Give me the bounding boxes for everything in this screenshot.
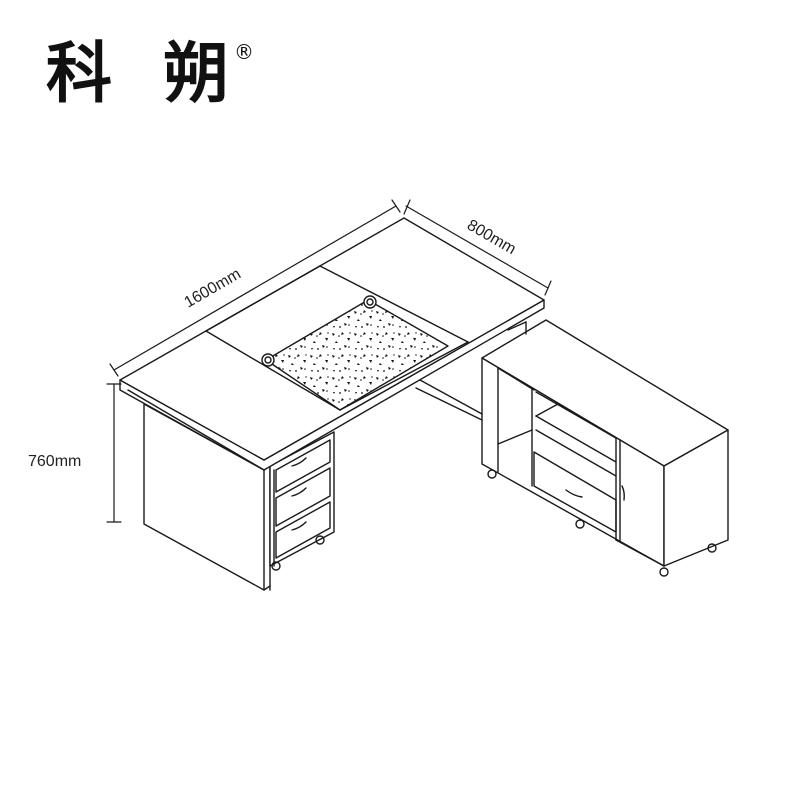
desk-center-inset bbox=[261, 295, 469, 411]
brand-logo: 科 朔 bbox=[46, 35, 243, 112]
drawer-pedestal bbox=[269, 431, 335, 571]
depth-dimension-label: 800mm bbox=[464, 217, 519, 258]
desk-back-support bbox=[415, 321, 527, 421]
registered-trademark: ® bbox=[234, 40, 254, 64]
side-cabinet bbox=[481, 319, 729, 577]
height-dimension-label: 760mm bbox=[28, 453, 81, 470]
dimension-lines bbox=[106, 199, 552, 523]
length-dimension-label: 1600mm bbox=[182, 266, 244, 312]
